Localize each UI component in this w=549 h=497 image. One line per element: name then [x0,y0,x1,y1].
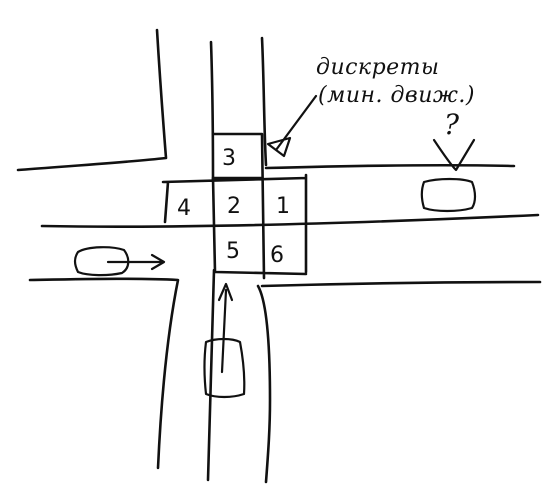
view-cone [432,138,476,172]
arrow-south-to-north [217,282,234,374]
road-edge-north-right [260,36,268,167]
cell-3: 3 [222,146,236,171]
cell-grid [161,132,308,280]
road-edge-north-left [16,28,168,172]
question-mark: ? [444,108,460,141]
road-edge-south-center [206,268,216,482]
cell-5: 5 [226,239,240,264]
car-south [203,337,246,399]
annotation-pointer [266,94,318,158]
cell-1: 1 [276,194,290,219]
road-edge-north-center [209,40,215,182]
cell-4: 4 [177,196,191,221]
annotation-line2: (мин. движ.) [318,83,475,108]
road-edge-east-upper [264,163,516,170]
road-center-line [40,213,540,228]
car-west [73,246,130,277]
road-edge-east-lower [260,280,542,288]
cell-6: 6 [270,243,284,268]
road-edge-south-right [256,284,272,484]
cell-2: 2 [227,194,241,219]
car-east [420,177,477,213]
annotation-line1: дискреты [316,55,439,80]
road-edge-west-lower [28,277,180,470]
arrow-west-to-east [106,253,166,271]
